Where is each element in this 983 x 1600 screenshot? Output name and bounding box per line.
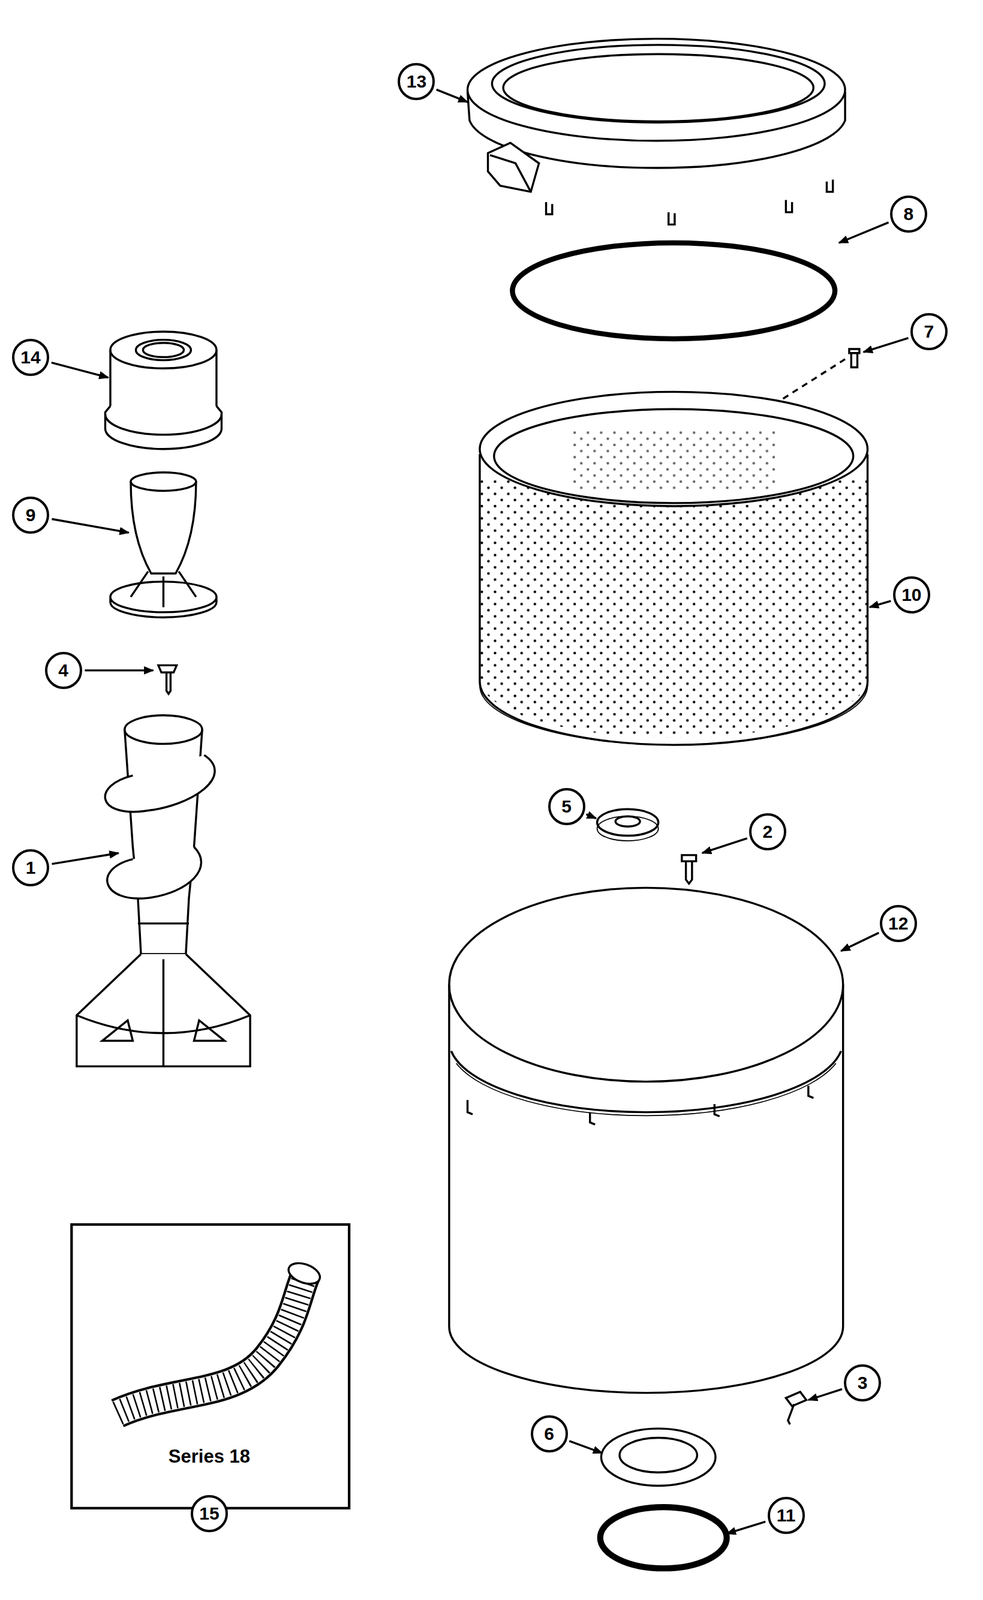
leader-line xyxy=(51,362,109,378)
callout-number: 7 xyxy=(910,313,948,351)
leader-line xyxy=(808,1389,843,1400)
series-note: Series 18 xyxy=(166,1446,252,1468)
leader-line xyxy=(52,852,119,864)
callout-number: 5 xyxy=(548,788,586,826)
leader-line xyxy=(863,338,909,353)
callout-number: 9 xyxy=(11,496,50,534)
leader-line xyxy=(569,1441,603,1454)
leader-line xyxy=(51,519,129,534)
leader-line xyxy=(702,838,748,854)
callout-number: 12 xyxy=(879,905,918,943)
callout-number: 15 xyxy=(190,1495,228,1533)
callout-number: 8 xyxy=(890,195,928,233)
leader-line xyxy=(84,669,153,672)
callout-number: 6 xyxy=(530,1415,568,1453)
callout-number: 14 xyxy=(11,338,50,377)
callout-number: 13 xyxy=(397,62,435,101)
callout-number: 1 xyxy=(11,849,50,887)
leader-line xyxy=(839,222,889,243)
callout-number: 3 xyxy=(843,1364,882,1402)
leader-line xyxy=(869,600,891,607)
leader-line xyxy=(840,932,879,951)
leader-line xyxy=(436,89,468,102)
callout-number: 11 xyxy=(767,1496,805,1535)
leader-line xyxy=(726,1521,766,1534)
callout-number: 4 xyxy=(44,651,83,690)
leader-line xyxy=(586,814,597,819)
callout-number: 2 xyxy=(749,813,787,851)
callout-number: 10 xyxy=(893,576,931,614)
